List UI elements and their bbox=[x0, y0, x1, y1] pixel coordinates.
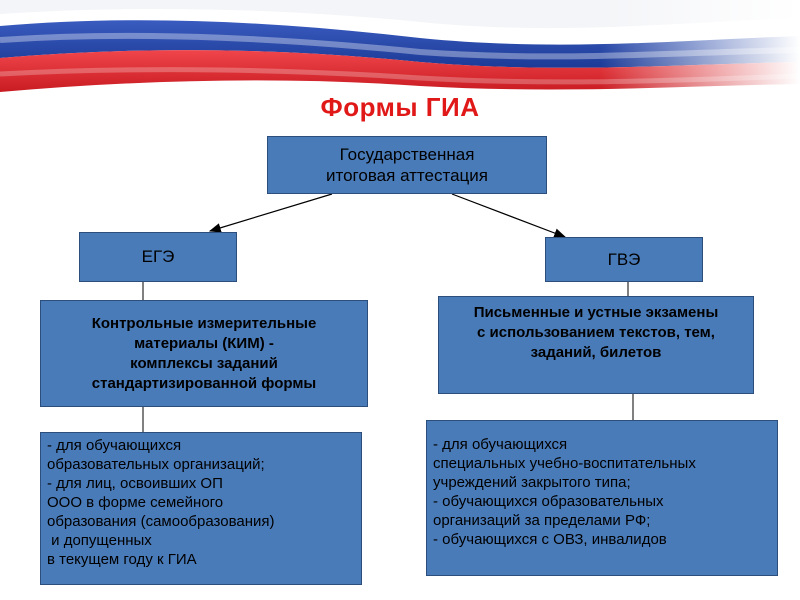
ege-audience-line: ООО в форме семейного bbox=[47, 494, 224, 511]
kim-line: Контрольные измерительные bbox=[91, 314, 317, 332]
page-title: Формы ГИА bbox=[320, 92, 480, 122]
ege-audience-list-box: - для обучающихся образовательных органи… bbox=[40, 432, 362, 585]
arrow-to-gve bbox=[451, 193, 567, 238]
gve-audience-line: - обучающихся с ОВЗ, инвалидов bbox=[433, 531, 667, 548]
kim-line: материалы (КИМ) - bbox=[134, 334, 274, 352]
gve-audience-line: организаций за пределами РФ; bbox=[433, 512, 651, 529]
ege-label: ЕГЭ bbox=[141, 247, 175, 266]
gve-label: ГВЭ bbox=[607, 249, 641, 269]
gve-audience-line: специальных учебно-воспитательных bbox=[433, 455, 696, 472]
ege-box: ЕГЭ bbox=[79, 232, 237, 282]
gve-audience-line: - для обучающихся bbox=[433, 436, 568, 453]
arrow-to-ege bbox=[208, 193, 333, 233]
kim-line: стандартизированной формы bbox=[91, 374, 317, 392]
kim-line: комплексы заданий bbox=[130, 354, 278, 372]
ege-audience-line: и допущенных bbox=[47, 532, 152, 549]
gve-box: ГВЭ bbox=[545, 237, 703, 282]
written-line: Письменные и устные экзамены bbox=[473, 304, 719, 321]
root-box-line-2: итоговая аттестация bbox=[326, 166, 488, 185]
kim-box: Контрольные измерительные материалы (КИМ… bbox=[40, 300, 368, 407]
russian-flag-banner bbox=[0, 0, 800, 120]
ege-audience-line: - для обучающихся bbox=[47, 437, 182, 454]
ege-audience-line: в текущем году к ГИА bbox=[47, 551, 197, 568]
written-line: заданий, билетов bbox=[530, 344, 662, 361]
written-oral-exams-box: Письменные и устные экзамены с использов… bbox=[438, 296, 754, 394]
ege-audience-line: образования (самообразования) bbox=[47, 513, 275, 530]
ege-audience-line: образовательных организаций; bbox=[47, 456, 265, 473]
ege-audience-line: - для лиц, освоивших ОП bbox=[47, 475, 223, 492]
written-line: с использованием текстов, тем, bbox=[477, 324, 715, 341]
root-box-state-final-attestation: Государственная итоговая аттестация bbox=[267, 136, 547, 194]
gve-audience-line: учреждений закрытого типа; bbox=[433, 474, 631, 491]
gve-audience-line: - обучающихся образовательных bbox=[433, 493, 664, 510]
root-box-line-1: Государственная bbox=[339, 145, 475, 164]
gve-audience-list-box: - для обучающихся специальных учебно-вос… bbox=[426, 420, 778, 576]
